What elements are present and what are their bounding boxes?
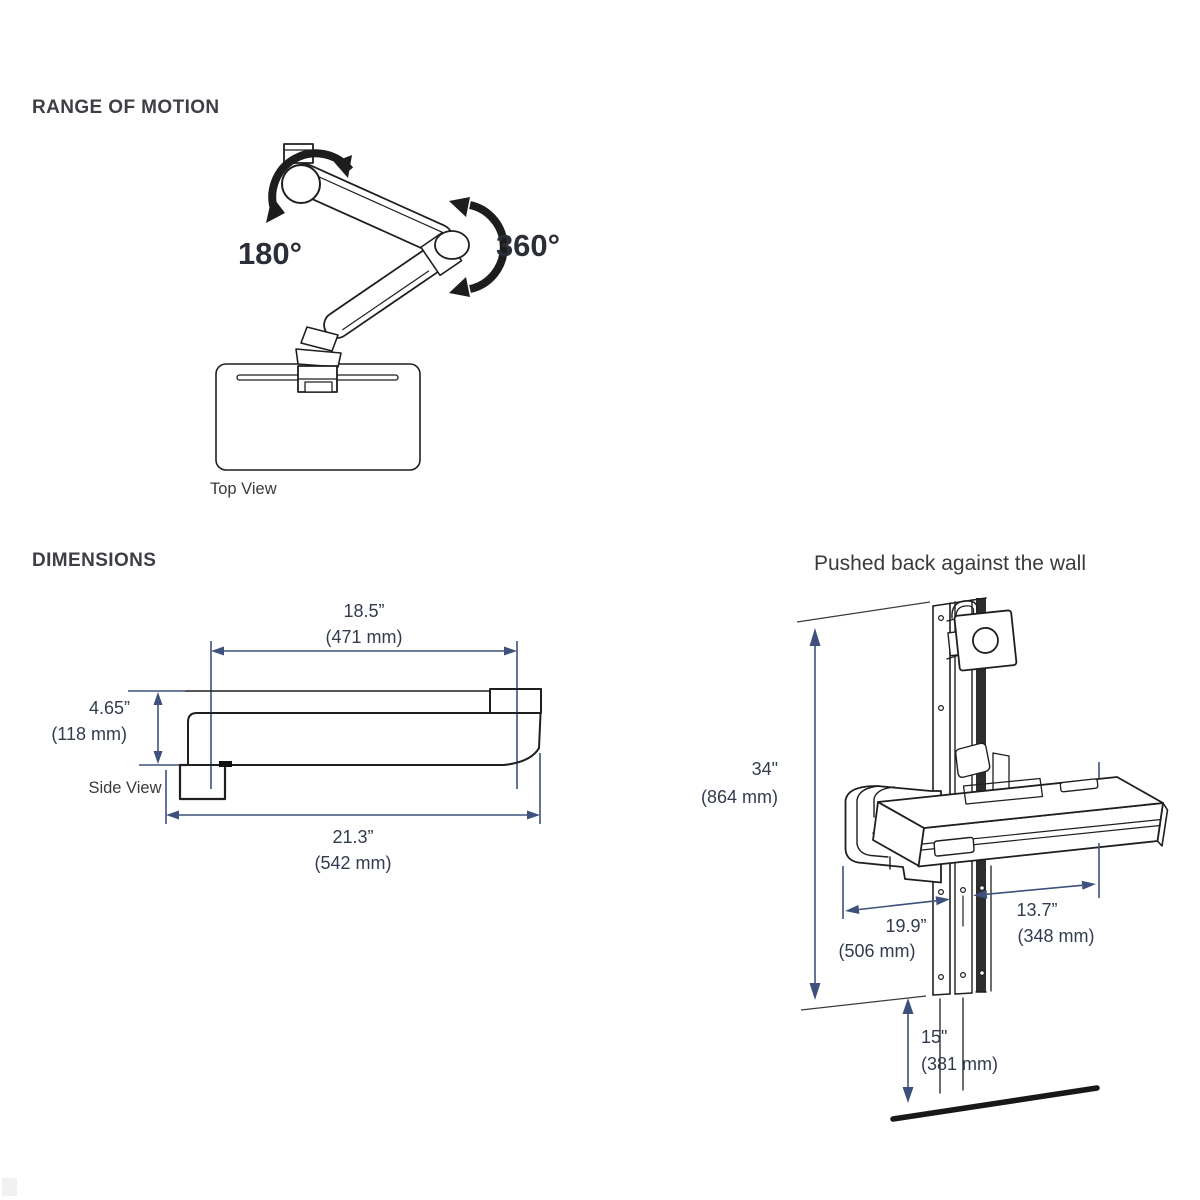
elbow-joint [434,230,470,260]
dim-arm-length [210,641,518,789]
floor-clearance-mm-label: (381 mm) [921,1054,998,1074]
dim-track-height [809,628,821,1000]
arm-pivot-joint [281,164,321,204]
total-length-in-label: 21.3” [332,827,373,847]
rotation-arrow-180-icon [266,149,354,223]
floor-clearance-in-label: 15" [921,1027,947,1047]
arm-length-mm-label: (471 mm) [325,627,402,647]
tray-depth-mm-label: (506 mm) [838,941,915,961]
vesa-hole [972,627,999,654]
arm-side-view-outline [178,688,542,801]
wall-view-heading: Pushed back against the wall [814,552,1086,575]
dim-tray-depth [842,866,950,919]
surface-track-bracket [962,777,1044,805]
range-of-motion-diagram [215,143,508,471]
surface-cutout [1059,778,1099,793]
work-surface [872,776,1169,868]
dim-total-length [165,753,541,824]
range-of-motion-heading: RANGE OF MOTION [32,97,220,118]
arm-length-in-label: 18.5” [343,601,384,621]
track-handle-cutout [955,742,991,778]
right-extent-in-label: 13.7” [1016,900,1057,920]
right-extent-mm-label: (348 mm) [1017,926,1094,946]
side-view-caption: Side View [88,779,161,797]
track-height-in-label: 34" [752,759,778,779]
height-mm-label: (118 mm) [51,724,127,744]
dim-floor-clearance [902,998,914,1103]
dimensions-heading: DIMENSIONS [32,550,156,571]
side-view-diagram [128,641,542,824]
foot-notch [219,761,232,767]
corner-artifact [2,1178,17,1196]
tray-clamp [295,326,342,393]
wall-mount-diagram [796,597,1169,1122]
angle-180-label: 180° [238,236,302,271]
track-height-mm-label: (864 mm) [701,787,778,807]
monitor-mount-plate [946,609,1018,672]
total-length-mm-label: (542 mm) [314,853,391,873]
top-view-caption: Top View [210,480,277,498]
height-in-label: 4.65” [89,698,130,718]
dim-height [128,690,186,766]
rotation-arrow-360-icon [449,197,508,297]
dim-right-extent [973,843,1100,899]
track-top-hook [951,600,978,619]
tray-depth-in-label: 19.9” [885,916,926,936]
top-reference-line [796,601,931,623]
bottom-reference-line [800,995,927,1011]
angle-360-label: 360° [496,228,560,263]
tray-handle-cutout [933,836,975,857]
floor-line [890,1085,1100,1122]
